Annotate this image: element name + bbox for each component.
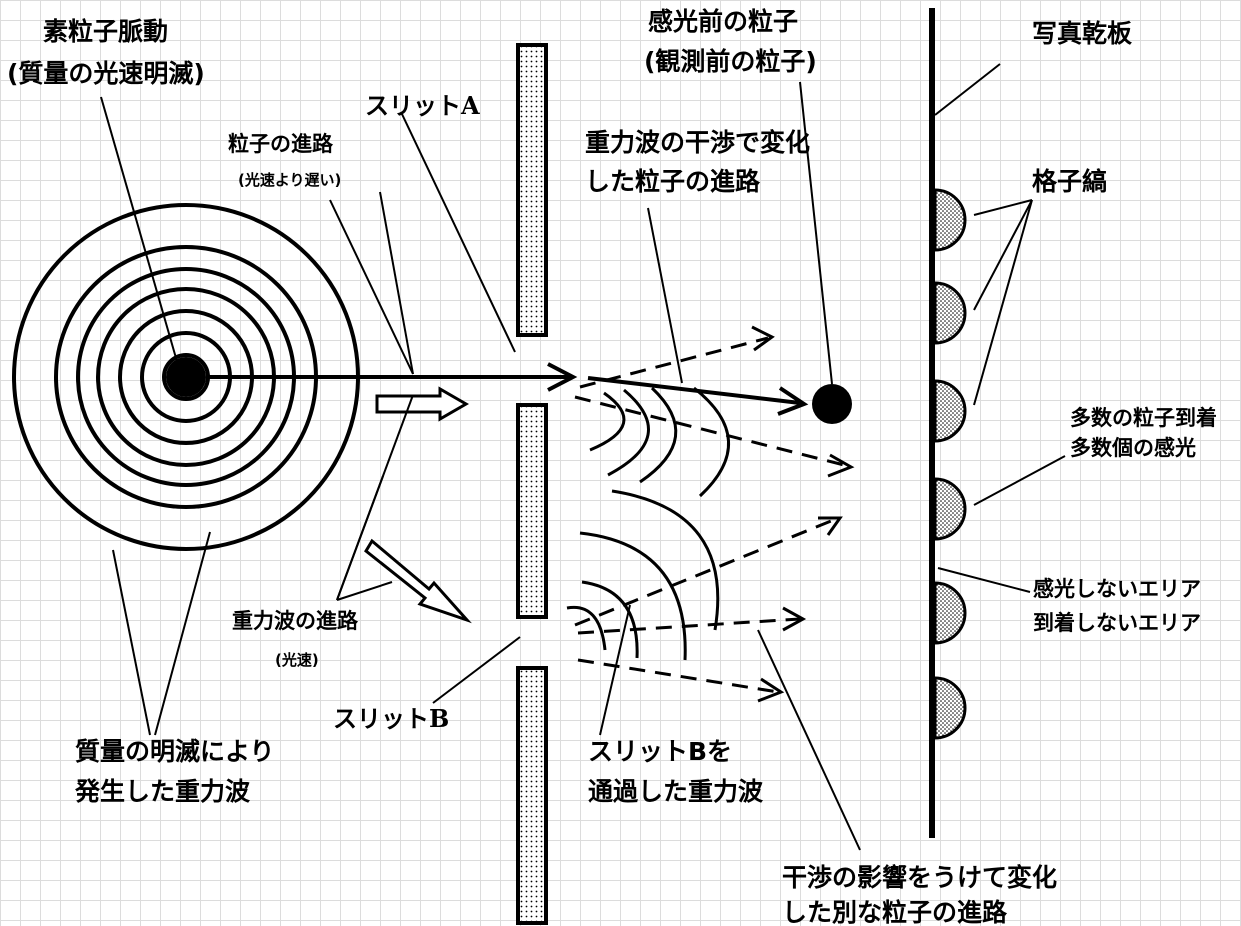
gravity-wave-arrows [364,386,472,624]
gravity-wave-path-subtitle-label: (光速) [275,651,319,669]
particle-path-arrow [206,362,578,392]
many-particles-label-1: 多数の粒子到着 [1070,406,1217,430]
dashed-arrows [574,325,855,703]
fringe-spots [933,188,967,740]
slit-b-gravity-wave-label-1: スリットBを [588,737,732,766]
no-arrival-area-label: 到着しないエリア [1033,611,1201,635]
source-title-label: 素粒子脈動 [43,17,168,46]
pre-exposure-particle-label: 感光前の粒子 [648,7,798,36]
barrier-top [516,43,548,337]
no-exposure-area-label: 感光しないエリア [1033,577,1201,601]
photographic-plate-label: 写真乾板 [1032,19,1132,48]
gravity-wave-path-title-label: 重力波の進路 [232,609,359,633]
slit-b-label: スリットB [333,704,449,733]
slit-b-wave-arcs [566,489,720,661]
slit-a-label: スリットA [365,91,480,120]
source-subtitle-label: (質量の光速明滅) [7,59,205,88]
slit-a-wave-arcs [589,386,731,498]
leader-lines [100,63,1066,851]
changed-particle-path-arrow [587,376,809,416]
source-particle [166,357,206,397]
pre-observation-particle-label: (観測前の粒子) [644,47,817,76]
other-path-label-1: 干渉の影響をうけて変化 [782,863,1057,892]
barrier-bottom [516,666,548,925]
barrier-middle [516,403,548,619]
changed-path-label-2: した粒子の進路 [585,167,761,196]
particle-path-subtitle-label: (光速より遅い) [238,171,341,189]
many-particles-label-2: 多数個の感光 [1070,436,1196,460]
pre-exposure-particle [812,384,852,424]
changed-path-label-1: 重力波の干渉で変化 [585,128,810,157]
particle-path-title-label: 粒子の進路 [228,132,334,156]
slit-b-gravity-wave-label-2: 通過した重力波 [588,777,764,806]
mass-gravity-wave-label-1: 質量の明滅により [75,737,275,766]
mass-gravity-wave-label-2: 発生した重力波 [74,777,251,806]
other-path-label-2: した別な粒子の進路 [782,898,1008,926]
fringe-label: 格子縞 [1032,167,1107,196]
